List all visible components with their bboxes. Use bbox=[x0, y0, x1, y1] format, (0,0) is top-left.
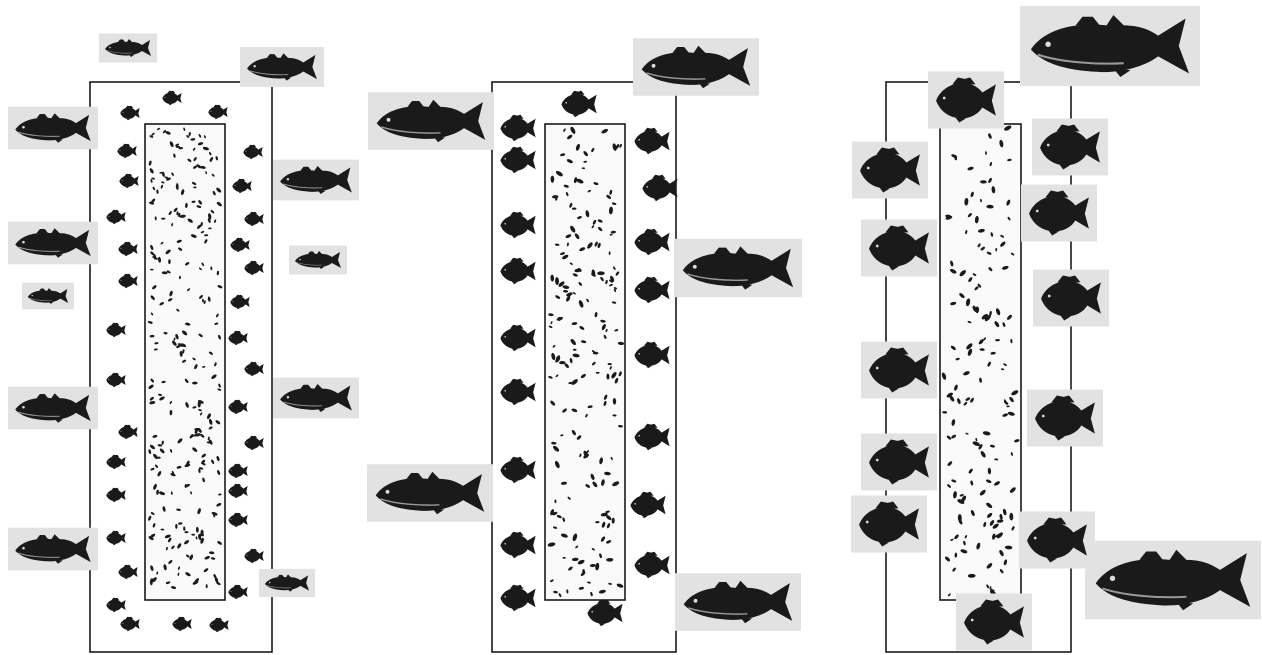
prey-item bbox=[550, 175, 555, 183]
sunfish bbox=[500, 456, 536, 484]
sunfish bbox=[228, 512, 248, 528]
sunfish bbox=[106, 487, 126, 503]
sunfish bbox=[243, 144, 263, 160]
sunfish bbox=[634, 551, 670, 579]
sunfish bbox=[232, 178, 252, 194]
sunfish bbox=[230, 294, 250, 310]
sunfish bbox=[561, 90, 597, 118]
sunfish bbox=[118, 273, 138, 289]
sunfish bbox=[587, 599, 623, 627]
sunfish bbox=[172, 616, 192, 632]
sunfish bbox=[244, 211, 264, 227]
prey-item bbox=[175, 524, 178, 529]
sunfish bbox=[228, 584, 248, 600]
sunfish bbox=[228, 483, 248, 499]
sunfish bbox=[634, 341, 670, 369]
sunfish bbox=[634, 228, 670, 256]
sunfish bbox=[634, 276, 670, 304]
sunfish bbox=[208, 104, 228, 120]
outer-enclosure-middle bbox=[491, 81, 677, 653]
sunfish bbox=[228, 463, 248, 479]
sunfish bbox=[119, 173, 139, 189]
fish-layer bbox=[8, 5, 1261, 651]
sunfish bbox=[118, 564, 138, 580]
sunfish bbox=[500, 378, 536, 406]
sunfish bbox=[106, 209, 126, 225]
sunfish bbox=[228, 399, 248, 415]
sunfish bbox=[244, 361, 264, 377]
sunfish bbox=[500, 146, 536, 174]
sunfish bbox=[118, 424, 138, 440]
sunfish bbox=[630, 491, 666, 519]
sunfish bbox=[106, 530, 126, 546]
sunfish bbox=[106, 322, 126, 338]
sunfish bbox=[118, 241, 138, 257]
sunfish bbox=[230, 237, 250, 253]
prey-patch-middle bbox=[544, 123, 626, 601]
sunfish bbox=[244, 260, 264, 276]
sunfish bbox=[117, 143, 137, 159]
sunfish bbox=[228, 330, 248, 346]
sunfish bbox=[106, 454, 126, 470]
prey-item bbox=[592, 351, 599, 355]
sunfish bbox=[500, 531, 536, 559]
sunfish bbox=[500, 584, 536, 612]
enclosure-frames bbox=[89, 81, 1072, 653]
prey-patch-left bbox=[144, 123, 226, 601]
prey-patch-right bbox=[939, 123, 1022, 601]
sunfish bbox=[162, 90, 182, 106]
prey-item bbox=[995, 338, 1000, 342]
sunfish bbox=[120, 105, 140, 121]
sunfish bbox=[642, 174, 678, 202]
sunfish bbox=[244, 435, 264, 451]
sunfish bbox=[106, 597, 126, 613]
sunfish bbox=[244, 548, 264, 564]
prey-item bbox=[161, 217, 166, 220]
outer-enclosure-left bbox=[89, 81, 273, 653]
sunfish bbox=[209, 617, 229, 633]
sunfish bbox=[500, 211, 536, 239]
sunfish bbox=[500, 257, 536, 285]
sunfish bbox=[500, 324, 536, 352]
sunfish bbox=[120, 616, 140, 632]
sunfish bbox=[634, 127, 670, 155]
sunfish bbox=[634, 423, 670, 451]
sunfish bbox=[500, 114, 536, 142]
sunfish bbox=[106, 372, 126, 388]
